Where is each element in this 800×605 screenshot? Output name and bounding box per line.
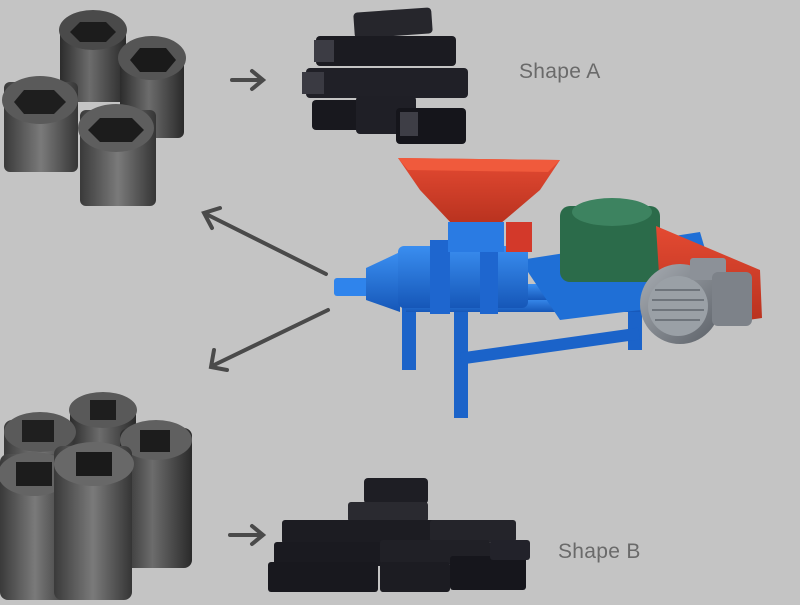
arrow-to-shape-a-icon [230,69,267,91]
square-charcoal-tubes-image [0,392,192,600]
shape-b-label: Shape B [558,540,641,563]
shape-a-label: Shape A [519,60,601,83]
arrow-to-shape-b-icon [228,524,267,546]
arrow-down-left-icon [208,308,330,372]
arrow-up-left-icon [201,206,328,276]
hexagonal-charcoal-tubes-image [2,10,186,206]
shape-b-briquettes-image [268,478,530,592]
shape-a-briquettes-image [302,7,468,144]
briquette-extruder-machine-image [334,158,762,418]
